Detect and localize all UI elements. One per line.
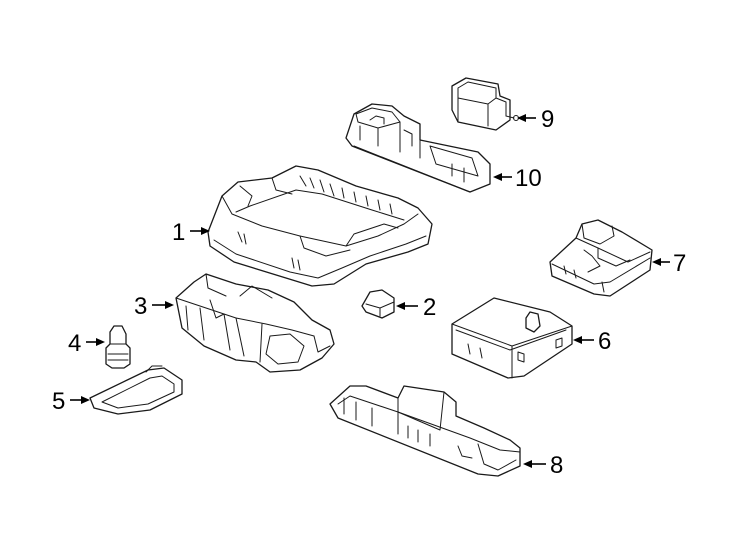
part-4-bulb	[105, 325, 131, 369]
callout-labels: 1 2 3 4 5 6 7 8 9 10	[52, 106, 686, 479]
part-9-switch-module	[451, 77, 519, 131]
part-8-console-tray	[329, 385, 521, 477]
callout-arrow-8	[523, 460, 546, 468]
callout-arrow-5	[70, 396, 90, 404]
callout-arrow-1	[190, 227, 210, 235]
callout-arrow-9	[517, 114, 536, 122]
part-10-switch-panel	[345, 103, 491, 193]
callout-label-4: 4	[68, 330, 81, 357]
callout-label-8: 8	[550, 452, 563, 479]
callout-label-3: 3	[134, 293, 147, 320]
callout-label-2: 2	[423, 294, 436, 321]
callout-arrow-2	[396, 302, 418, 310]
part-7-map-light	[549, 219, 653, 297]
callout-arrow-10	[493, 173, 512, 181]
part-1-console-housing	[207, 165, 433, 287]
callout-label-9: 9	[541, 106, 554, 133]
part-5-lens-cover	[89, 365, 183, 415]
callout-arrow-4	[86, 338, 105, 346]
part-6-sensor-module	[451, 297, 573, 379]
callout-arrow-3	[152, 301, 174, 309]
callout-arrow-6	[573, 336, 594, 344]
callout-label-1: 1	[172, 219, 185, 246]
part-2-lamp-housing	[361, 289, 395, 319]
callout-label-6: 6	[598, 328, 611, 355]
callout-label-5: 5	[52, 388, 65, 415]
callout-label-7: 7	[673, 250, 686, 277]
callout-label-10: 10	[515, 165, 542, 192]
part-3-switch-base	[175, 273, 335, 373]
callout-arrow-7	[652, 258, 670, 266]
callout-arrows	[70, 114, 670, 468]
